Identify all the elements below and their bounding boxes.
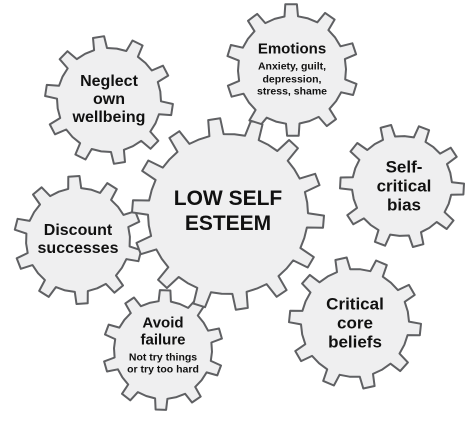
critical-line-3: beliefs [328, 332, 382, 352]
neglect-line-3: wellbeing [72, 108, 146, 126]
selfcrit-line-1: Self- [385, 157, 423, 177]
discount-line-1: Discount [43, 222, 113, 240]
center-line-1: LOW SELF [173, 187, 283, 211]
avoid-subtext: Not try things or try too hard [127, 351, 199, 377]
gear-emotions [226, 3, 358, 137]
label-avoid-failure: Avoid failure Not try things or try too … [127, 315, 199, 376]
gear-discount-successes [13, 175, 143, 305]
label-discount-successes: Discount successes [38, 222, 119, 258]
emotions-subtext: Anxiety, guilt, depression, stress, sham… [257, 60, 327, 98]
critical-line-1: Critical [326, 294, 384, 314]
center-line-2: ESTEEM [184, 212, 272, 235]
emotions-title: Emotions [257, 40, 327, 58]
critical-line-2: core [337, 313, 373, 333]
selfcrit-line-3: bias [386, 195, 422, 215]
label-emotions: Emotions Anxiety, guilt, depression, str… [257, 41, 327, 98]
label-low-self-esteem: LOW SELF ESTEEM [174, 187, 283, 237]
neglect-line-1: Neglect [80, 73, 138, 91]
label-neglect-own-wellbeing: Neglect own wellbeing [73, 73, 146, 127]
emotions-sub-line-2: depression, [262, 73, 322, 85]
emotions-sub-line-1: Anxiety, guilt, [257, 60, 327, 73]
label-critical-core-beliefs: Critical core beliefs [326, 294, 384, 351]
emotions-sub-line-3: stress, shame [256, 85, 328, 98]
avoid-sub-line-1: Not try things [128, 351, 198, 363]
avoid-line-1: Avoid [142, 314, 184, 332]
avoid-sub-line-2: or try too hard [127, 363, 199, 376]
gear-critical-core-beliefs [288, 256, 422, 390]
label-self-critical-bias: Self- critical bias [377, 157, 432, 214]
gear-self-critical-bias [339, 124, 465, 248]
gear-neglect [44, 35, 174, 165]
avoid-line-2: failure [140, 331, 186, 349]
selfcrit-line-2: critical [376, 176, 432, 196]
gear-low-self-esteem [131, 117, 325, 311]
discount-line-2: successes [37, 240, 119, 257]
neglect-line-2: own [93, 91, 125, 109]
